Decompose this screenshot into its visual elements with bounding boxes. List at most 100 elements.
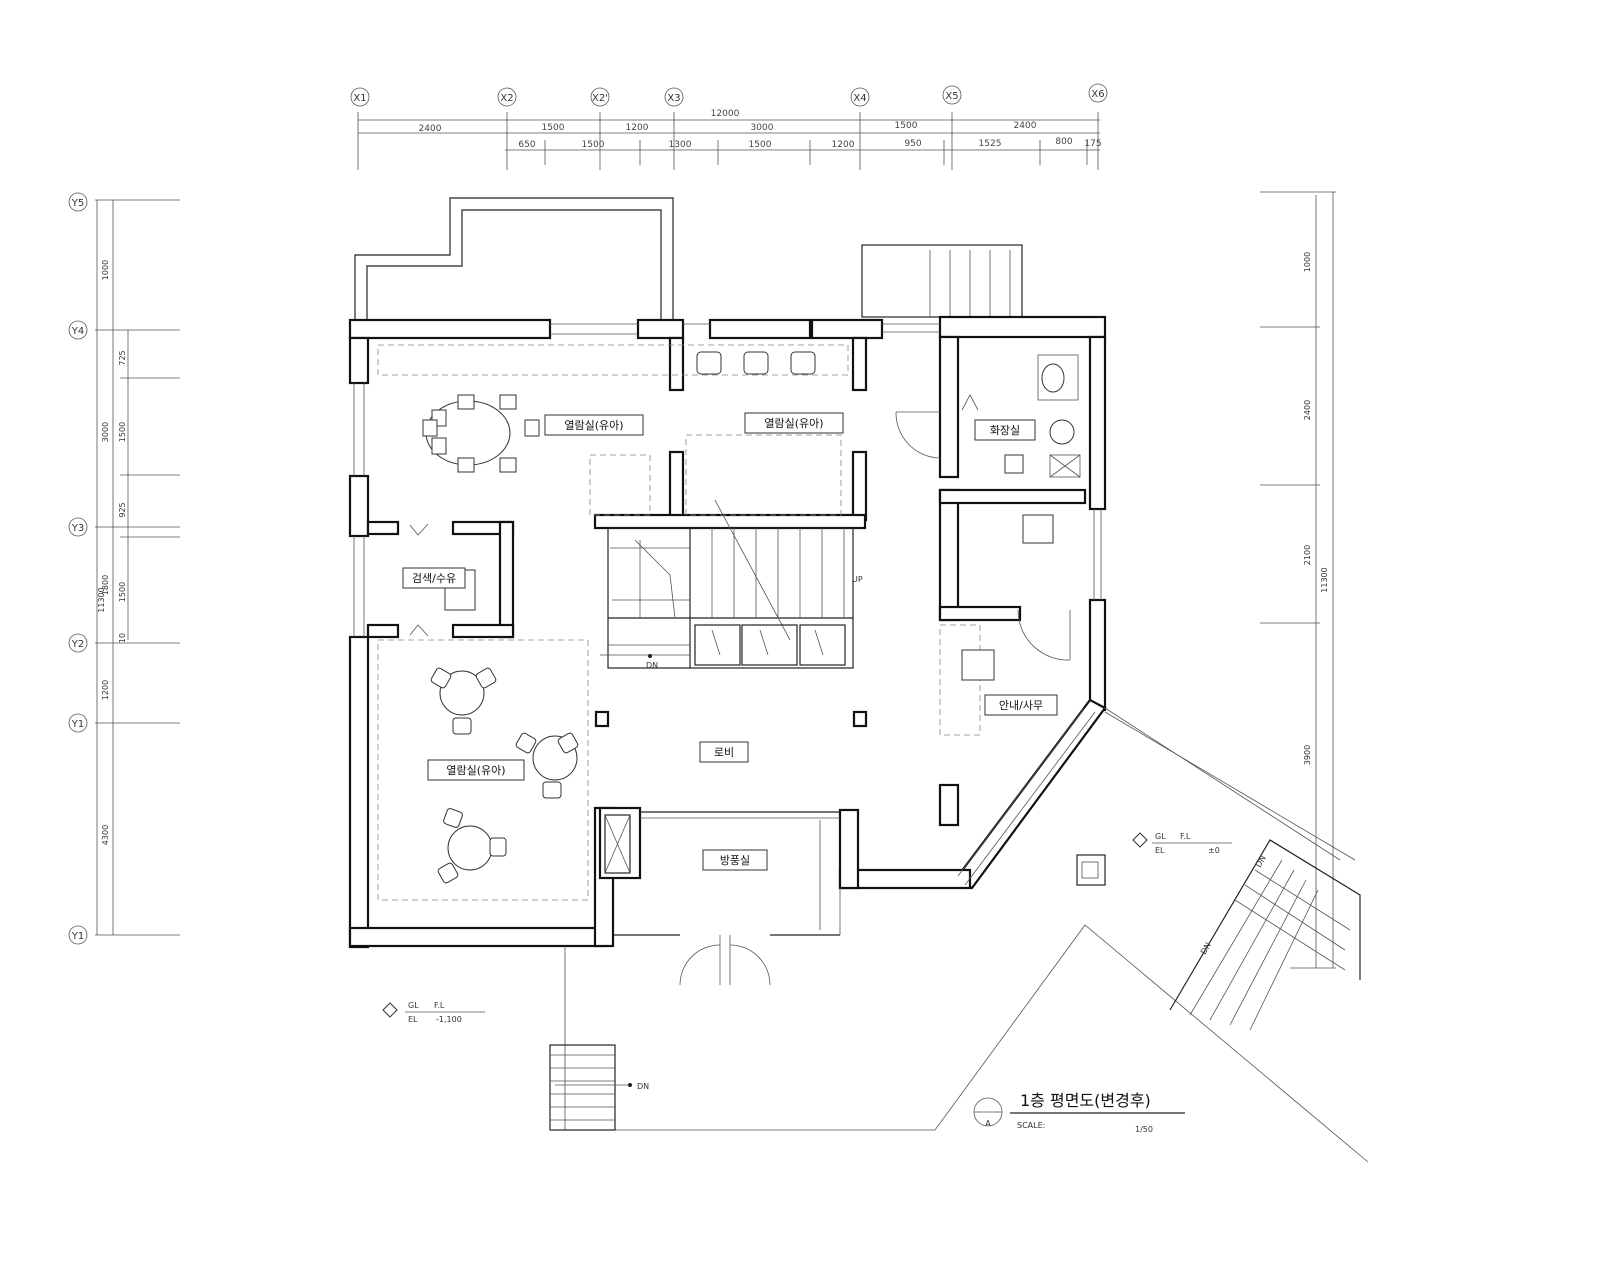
grid-label: X3 <box>667 93 680 104</box>
dim-label: 1200 <box>101 680 110 700</box>
room-name: 로비 <box>714 746 734 759</box>
dim-label: 1800 <box>101 575 110 595</box>
grid-bubble-y3: Y3 <box>68 517 88 537</box>
grid-label: X5 <box>945 91 958 102</box>
grid-label: Y2 <box>71 639 84 650</box>
dim-label: 650 <box>518 140 535 150</box>
dim-label: 1500 <box>118 582 127 602</box>
top-dimensions: 12000 2400 1500 1200 3000 1500 2400 650 … <box>357 109 1102 170</box>
room-label-search: 검색/수유 <box>402 567 466 589</box>
dim-label: 1500 <box>895 121 918 131</box>
level-value: ±0 <box>1208 846 1220 855</box>
title-block: A 1층 평면도(변경후) SCALE: 1/50 <box>973 1091 1185 1134</box>
dim-label: 1500 <box>542 123 565 133</box>
grid-bubble-y2: Y2 <box>68 633 88 653</box>
level-value: -1,100 <box>436 1015 462 1024</box>
dim-label: 1300 <box>669 140 692 150</box>
interior-partitions <box>366 450 868 728</box>
dim-label: 1525 <box>979 139 1002 149</box>
dim-overall-right: 11300 <box>1320 567 1329 592</box>
grid-label: X2 <box>500 93 513 104</box>
room-name: 화장실 <box>990 424 1020 437</box>
dim-label: 3000 <box>751 123 774 133</box>
level-symbol-icon <box>382 1002 398 1018</box>
office-furniture <box>961 514 1054 681</box>
reading-tables-bottom-left <box>430 667 579 884</box>
dim-label: 175 <box>1084 139 1101 149</box>
room-name: 열람실(유아) <box>446 764 505 777</box>
room-name: 검색/수유 <box>412 572 456 585</box>
grid-bubble-x4: X4 <box>850 87 870 107</box>
level-mark-right: GL F.L EL ±0 <box>1132 832 1232 855</box>
top-right-stair <box>861 244 1023 318</box>
dim-label: 1000 <box>101 260 110 280</box>
grid-bubble-x3: X3 <box>664 87 684 107</box>
right-dimensions: 11300 1000 2400 2100 3900 <box>1260 191 1336 969</box>
stair-dn-label: DN <box>646 661 658 670</box>
dim-label: 2400 <box>1014 121 1037 131</box>
column-detail <box>1076 854 1106 886</box>
dim-label: 725 <box>118 350 127 365</box>
level-el: EL <box>408 1015 418 1024</box>
grid-x-markers: X1 X2 X2' X3 X4 X5 X6 <box>350 83 1108 107</box>
dim-label: 2400 <box>1303 400 1312 420</box>
windbreak-zone <box>604 811 841 936</box>
room-label-reading-bottom: 열람실(유아) <box>427 759 525 781</box>
drawing-title: 1층 평면도(변경후) <box>1020 1091 1151 1110</box>
dim-label: 1200 <box>626 123 649 133</box>
level-symbol-icon <box>1132 832 1148 848</box>
scale-label: SCALE: <box>1017 1121 1045 1130</box>
dim-label: 1500 <box>118 422 127 442</box>
room-name: 방풍실 <box>720 854 750 867</box>
room-label-reading-top-right: 열람실(유아) <box>744 412 844 434</box>
dim-label: 2100 <box>1303 545 1312 565</box>
room-label-windbreak: 방풍실 <box>702 849 768 871</box>
grid-label: Y4 <box>71 326 84 337</box>
dim-label: 3000 <box>101 422 110 442</box>
grid-bubble-y1: Y1 <box>68 713 88 733</box>
top-terrace <box>354 197 674 320</box>
dim-label: 4300 <box>101 825 110 845</box>
dim-label: 950 <box>904 139 921 149</box>
room-name: 열람실(유아) <box>764 417 823 430</box>
chairs-top-right <box>696 351 816 375</box>
dim-label: 1200 <box>832 140 855 150</box>
scale-value: 1/50 <box>1135 1125 1153 1134</box>
dim-label: 1000 <box>1303 252 1312 272</box>
windows <box>353 323 1102 886</box>
dim-label: 1500 <box>582 140 605 150</box>
level-fl: F.L <box>1180 832 1191 841</box>
grid-bubble-y4: Y4 <box>68 320 88 340</box>
room-label-lobby: 로비 <box>699 741 749 763</box>
dim-label: 2400 <box>419 124 442 134</box>
stair-dn-right-label: DN <box>1254 854 1268 869</box>
grid-bubble-x2: X2 <box>497 87 517 107</box>
grid-label: X6 <box>1091 89 1104 100</box>
doors <box>409 411 1071 986</box>
level-el: EL <box>1155 846 1165 855</box>
exterior-walls <box>348 315 1107 949</box>
central-stair: UP DN <box>600 499 863 670</box>
grid-bubble-x5: X5 <box>942 85 962 105</box>
dim-overall-top: 12000 <box>711 109 740 119</box>
dim-label: 800 <box>1055 137 1072 147</box>
room-name: 열람실(유아) <box>564 419 623 432</box>
grid-bubble-x1: X1 <box>350 87 370 107</box>
stair-dn-right-label: DN <box>1199 941 1213 956</box>
room-name: 안내/사무 <box>999 699 1043 712</box>
dim-label: 925 <box>118 502 127 517</box>
grid-bubble-x2p: X2' <box>590 87 610 107</box>
level-gl: GL <box>408 1001 419 1010</box>
grid-label: X4 <box>853 93 866 104</box>
dim-overall-left: 11300 <box>97 587 106 612</box>
grid-label: Y1 <box>71 931 84 942</box>
grid-label: X2' <box>592 93 608 104</box>
grid-bubble-x6: X6 <box>1088 83 1108 103</box>
grid-label: Y3 <box>71 523 84 534</box>
level-gl: GL <box>1155 832 1166 841</box>
left-dimensions: 11300 1000 3000 1800 1200 4300 725 1500 … <box>95 199 180 936</box>
section-mark: A <box>985 1119 991 1128</box>
level-fl: F.L <box>434 1001 445 1010</box>
level-mark-left: GL F.L EL -1,100 <box>382 1001 485 1024</box>
